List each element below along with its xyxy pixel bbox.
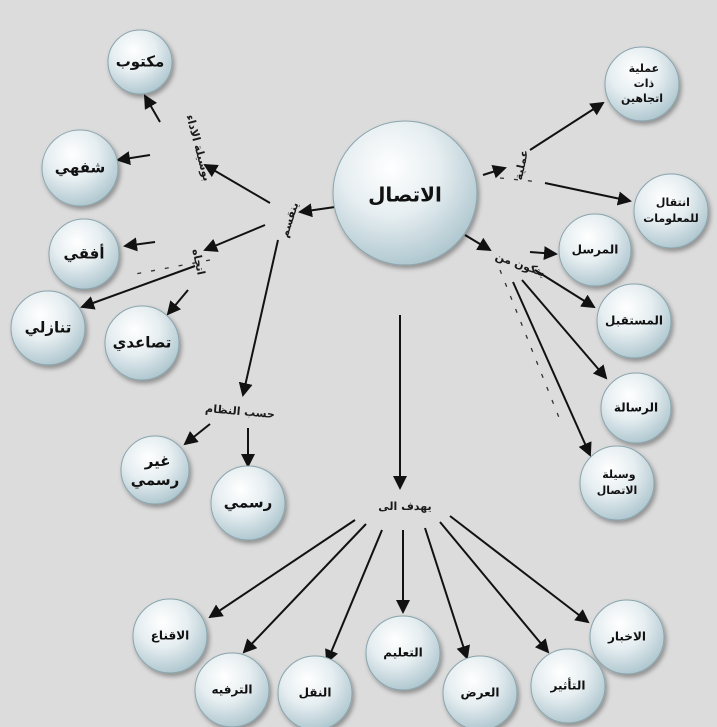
node-informing: [589, 599, 665, 675]
label-two-way-line2: ذات: [634, 77, 655, 90]
node-education: [365, 615, 441, 691]
edge-label-consists: يتكون من: [494, 250, 547, 280]
arrow-divides-to-direction: [203, 224, 266, 252]
node-receiver: [596, 283, 672, 359]
node-written: [107, 29, 173, 95]
label-horizontal: أفقي: [64, 244, 105, 263]
bubbles: الاتصال مكتوب شفهي أفقي: [10, 29, 709, 727]
label-informing: الاخبار: [607, 630, 646, 644]
label-written: مكتوب: [116, 53, 165, 71]
arrow-is-to-two-way: [529, 101, 605, 151]
node-presentation: [442, 655, 518, 727]
node-info-transfer: [633, 173, 709, 249]
node-two-way: [604, 46, 680, 122]
center-label: الاتصال: [368, 183, 442, 207]
center-node: [332, 120, 478, 266]
label-persuasion: الاقناع: [151, 629, 190, 643]
label-info-transfer-line2: للمعلومات: [643, 212, 699, 225]
label-formal: رسمي: [224, 494, 273, 512]
arrow-center-to-is: [482, 164, 507, 179]
arrow-direction-to-ascending: [166, 289, 189, 316]
node-transfer: [277, 655, 353, 727]
label-oral: شفهي: [55, 159, 106, 177]
arrow-consists-to-message: [521, 279, 608, 380]
edge-label-system: حسب النظام: [205, 402, 276, 421]
node-horizontal: [48, 218, 120, 290]
node-influence: [530, 648, 606, 724]
arrow-center-to-consists: [464, 234, 492, 252]
arrow-direction-to-horizontal: [123, 237, 156, 252]
node-entertainment: [194, 652, 270, 727]
label-influence: التأثير: [550, 678, 586, 693]
node-oral: [41, 129, 119, 207]
edge-label-divides: ينقسم: [278, 201, 302, 240]
label-two-way: عملية ذات اتجاهين: [621, 62, 663, 105]
label-informal: غير رسمي: [131, 452, 180, 489]
arrow-consists-to-medium: [512, 281, 592, 457]
label-entertainment: الترفيه: [211, 683, 252, 697]
edge-label-direction: اتجاه: [189, 248, 207, 277]
label-message: الرسالة: [614, 401, 658, 415]
label-medium-line1: وسيلة: [602, 468, 635, 481]
edge-label-is: عملية: [512, 149, 531, 182]
label-info-transfer-line1: انتقال: [656, 196, 690, 209]
label-transfer: النقل: [299, 686, 332, 700]
arrow-is-to-info-transfer: [544, 182, 632, 206]
node-sender: [558, 213, 632, 287]
label-receiver: المستقبل: [605, 314, 663, 328]
node-message: [600, 372, 672, 444]
arrow-divides-to-method: [203, 163, 271, 204]
label-informal-line1: غير: [144, 452, 171, 470]
arrow-consists-to-receiver: [534, 269, 596, 309]
arrow-aims-to-influence: [439, 521, 550, 654]
label-two-way-line1: عملية: [629, 62, 660, 75]
node-descending: [10, 290, 86, 366]
label-two-way-line3: اتجاهين: [621, 92, 663, 105]
arrow-divides-to-system: [238, 239, 279, 397]
label-education: التعليم: [383, 646, 423, 660]
node-persuasion: [132, 598, 208, 674]
label-medium: وسيلة الاتصال: [597, 468, 638, 497]
arrow-method-to-written: [144, 94, 161, 123]
arrow-center-to-divides: [298, 203, 336, 218]
label-ascending: تصاعدي: [113, 334, 172, 353]
edge-label-method: بوسيلة الاداء: [183, 113, 213, 182]
arrow-system-to-informal: [183, 423, 211, 446]
node-ascending: [104, 305, 180, 381]
arrow-consists-to-sender: [529, 246, 558, 261]
label-sender: المرسل: [572, 243, 619, 257]
label-presentation: العرض: [461, 686, 500, 700]
label-descending: تنازلي: [25, 319, 72, 337]
arrow-aims-to-transfer: [325, 529, 383, 664]
arrow-aims-to-entertainment: [242, 523, 367, 654]
label-informal-line2: رسمي: [131, 471, 180, 489]
node-informal: [120, 435, 190, 505]
arrow-aims-to-persuasion: [208, 519, 356, 619]
connectors: [80, 94, 632, 664]
arrow-aims-to-presentation: [424, 527, 470, 660]
arrow-aims-to-informing: [449, 515, 590, 624]
arrow-consists-thin: [499, 269, 561, 421]
arrow-direction-to-descending: [80, 265, 196, 310]
node-medium: [579, 445, 655, 521]
node-formal: [210, 465, 286, 541]
label-info-transfer: انتقال للمعلومات: [643, 196, 699, 225]
label-medium-line2: الاتصال: [597, 484, 638, 497]
edge-label-aims: يهدف الى: [378, 500, 431, 513]
arrow-method-to-oral: [116, 151, 151, 166]
